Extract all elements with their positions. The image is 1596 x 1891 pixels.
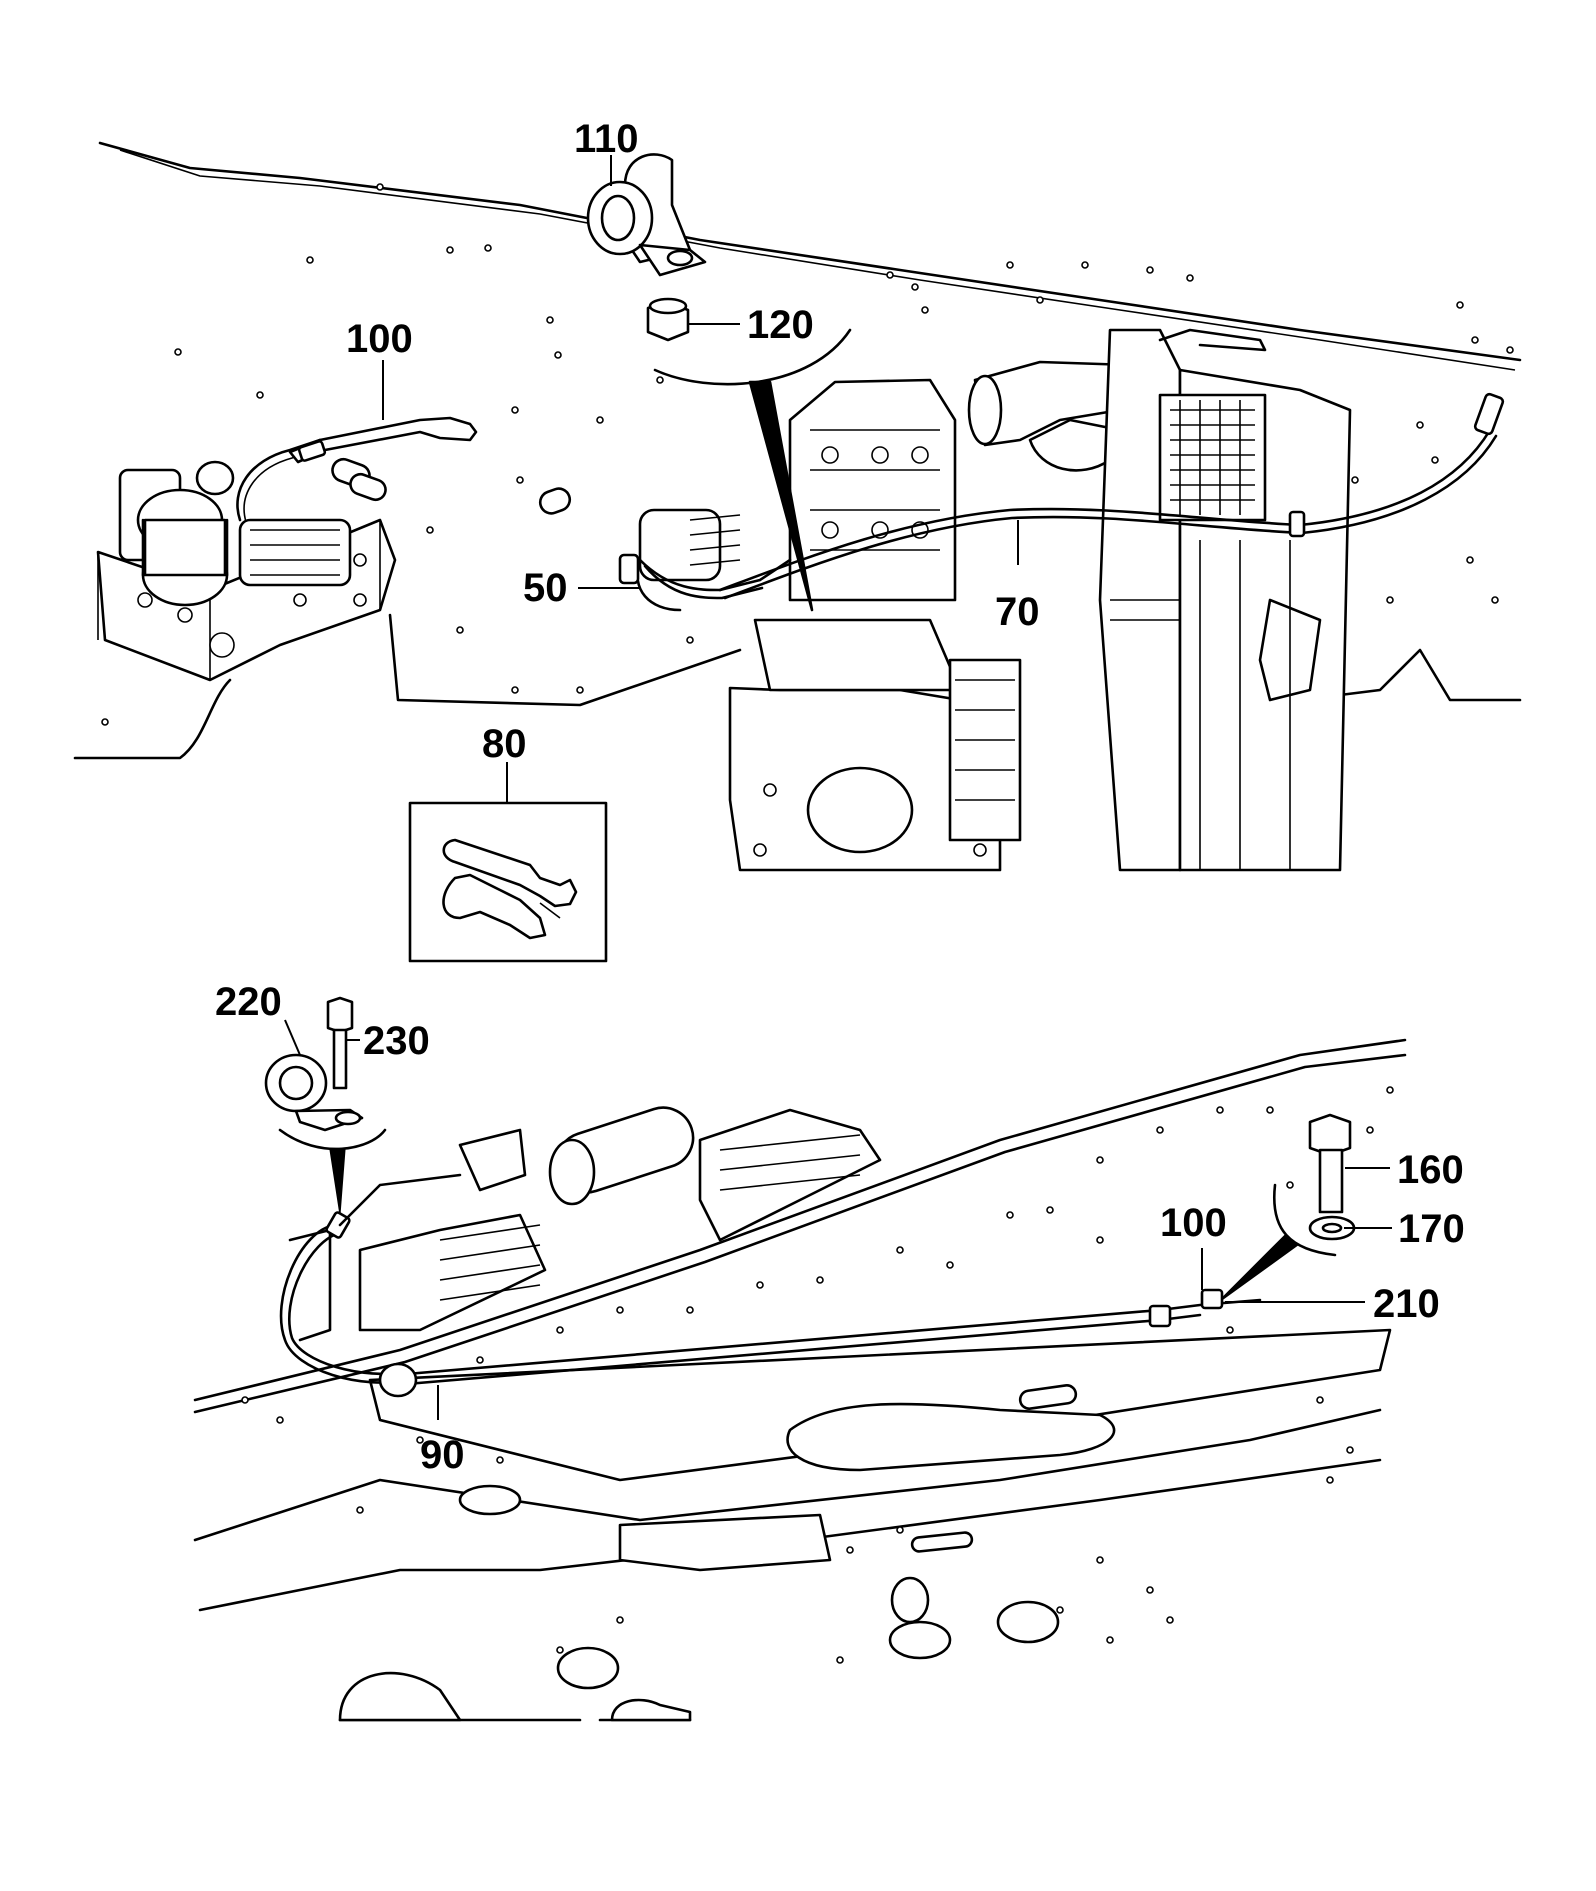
leaders-bottom [284, 1019, 1392, 1420]
callout-90: 90 [420, 1433, 465, 1477]
crossmember-lower-opening [618, 1513, 832, 1572]
engine-assembly-bottom [288, 1106, 882, 1342]
detail-arc-220 [278, 1128, 387, 1151]
hose-100-top [288, 416, 478, 464]
detail-pointer-160 [1214, 1234, 1299, 1306]
detail-box-80 [408, 801, 608, 963]
body-panel-upper-edge [98, 141, 1522, 362]
callout-210: 210 [1373, 1282, 1440, 1326]
leaders-top [382, 155, 1019, 803]
callout-50: 50 [523, 566, 568, 610]
callout-170: 170 [1398, 1207, 1465, 1251]
callout-70: 70 [995, 590, 1040, 634]
intake-duct [967, 360, 1132, 472]
clamp-220 [264, 1053, 364, 1132]
callout-100-bottom: 100 [1160, 1201, 1227, 1245]
bolt-160 [1308, 1113, 1352, 1214]
detail-arc-160 [1272, 1183, 1337, 1257]
hose-70 [718, 392, 1505, 600]
clamp-110 [586, 153, 707, 277]
callout-120: 120 [747, 303, 814, 347]
hose-50 [618, 553, 792, 600]
callout-220: 220 [215, 980, 282, 1024]
bolt-230 [326, 996, 354, 1090]
panel-slots-bottom [338, 1384, 1078, 1722]
nut-120 [646, 297, 690, 342]
radiator-assembly [1098, 328, 1352, 872]
hose-100-bottom [393, 1288, 1262, 1387]
callout-230: 230 [363, 1019, 430, 1063]
callout-labels: 110 120 100 50 70 80 220 230 160 100 170… [215, 117, 1465, 1477]
panel-slots-top [331, 457, 572, 515]
body-panel-diagonal-upper-2 [193, 1053, 1407, 1414]
body-panel-lower-edge [73, 613, 742, 760]
hose-90 [279, 1173, 462, 1398]
callout-80: 80 [482, 722, 527, 766]
detail-pointer-220 [329, 1149, 346, 1216]
callout-100-top: 100 [346, 317, 413, 361]
body-panel-upper-edge-inner [119, 149, 1516, 371]
bottom-assembly-view [193, 996, 1407, 1722]
callout-110: 110 [574, 117, 639, 161]
engine-block [636, 378, 1022, 872]
top-assembly-view [73, 141, 1522, 963]
body-panel-diagonal-upper [193, 1038, 1407, 1402]
air-compressor-assembly [96, 438, 397, 682]
detail-pointer-top [748, 380, 814, 612]
callout-160: 160 [1397, 1148, 1464, 1192]
crossmember-opening [786, 1402, 1116, 1472]
panel-holes-bottom [241, 1086, 1394, 1664]
